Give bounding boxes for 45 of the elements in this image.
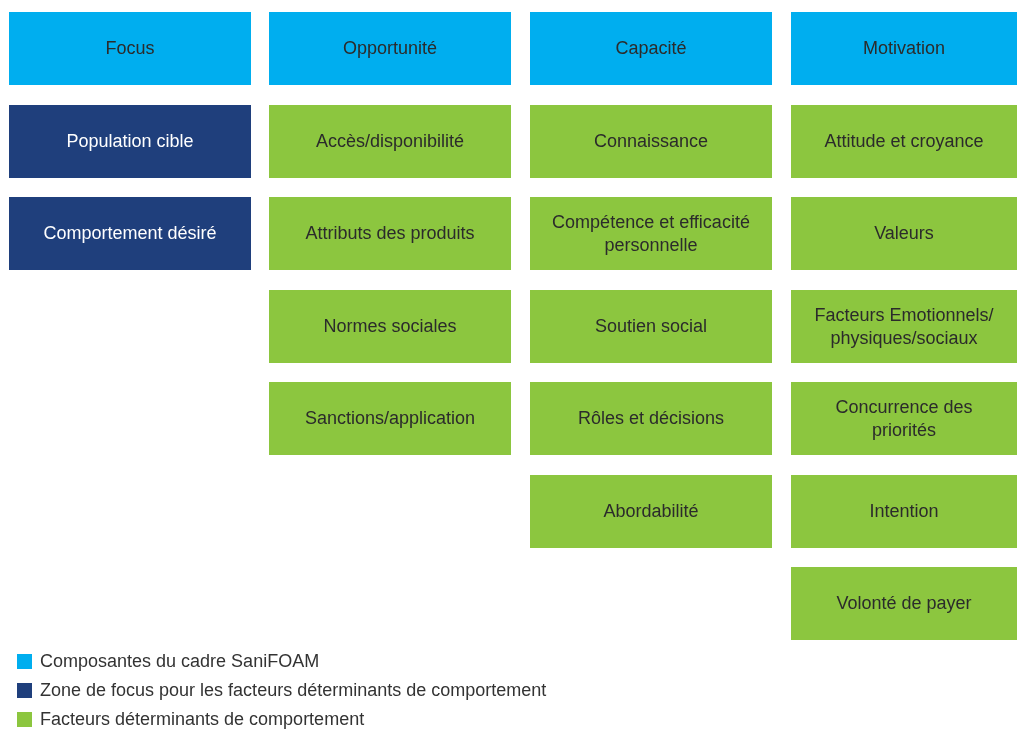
box-label: Intention <box>869 500 939 523</box>
determinant-box <box>269 382 511 455</box>
framework-component-box <box>269 12 511 85</box>
box-label: Normes sociales <box>323 315 457 338</box>
determinant-box <box>269 290 511 363</box>
box-label: Focus <box>105 37 155 60</box>
legend-label: Zone de focus pour les facteurs déterminants de comportement <box>40 680 547 701</box>
box-label: Compétence et efficacité personnelle <box>551 211 751 256</box>
box-label: Soutien social <box>594 315 708 338</box>
determinant-box <box>530 475 772 548</box>
box-label: Abordabilité <box>603 500 699 523</box>
legend-label: Composantes du cadre SaniFOAM <box>40 651 320 672</box>
determinant-box <box>791 475 1017 548</box>
focus-zone-box <box>9 197 251 270</box>
box-label: Attributs des produits <box>305 222 475 245</box>
determinant-box <box>530 290 772 363</box>
box-label: Capacité <box>615 37 687 60</box>
box-label: Opportunité <box>342 37 438 60</box>
box-label: Attitude et croyance <box>824 130 984 153</box>
box-label: Facteurs Emotionnels/ physiques/sociaux <box>813 304 995 349</box>
box-label: Concurrence des priorités <box>834 396 974 441</box>
determinant-box <box>530 105 772 178</box>
box-label: Sanctions/application <box>304 407 476 430</box>
determinant-box <box>530 382 772 455</box>
determinant-box <box>791 567 1017 640</box>
box-label: Valeurs <box>874 222 934 245</box>
box-label: Comportement désiré <box>43 222 217 245</box>
box-label: Volonté de payer <box>836 592 972 615</box>
determinant-box <box>269 105 511 178</box>
framework-component-box <box>530 12 772 85</box>
determinant-box <box>791 197 1017 270</box>
box-label: Accès/disponibilité <box>315 130 465 153</box>
determinant-box <box>269 197 511 270</box>
determinant-box <box>791 105 1017 178</box>
framework-component-box <box>9 12 251 85</box>
determinant-box <box>530 197 772 270</box>
determinant-box <box>791 382 1017 455</box>
box-label: Rôles et décisions <box>577 407 725 430</box>
framework-component-box <box>791 12 1017 85</box>
determinant-box <box>791 290 1017 363</box>
focus-zone-box <box>9 105 251 178</box>
box-label: Motivation <box>862 37 945 60</box>
box-label: Population cible <box>66 130 194 153</box>
legend-label: Facteurs déterminants de comportement <box>40 709 365 730</box>
box-label: Connaissance <box>593 130 709 153</box>
